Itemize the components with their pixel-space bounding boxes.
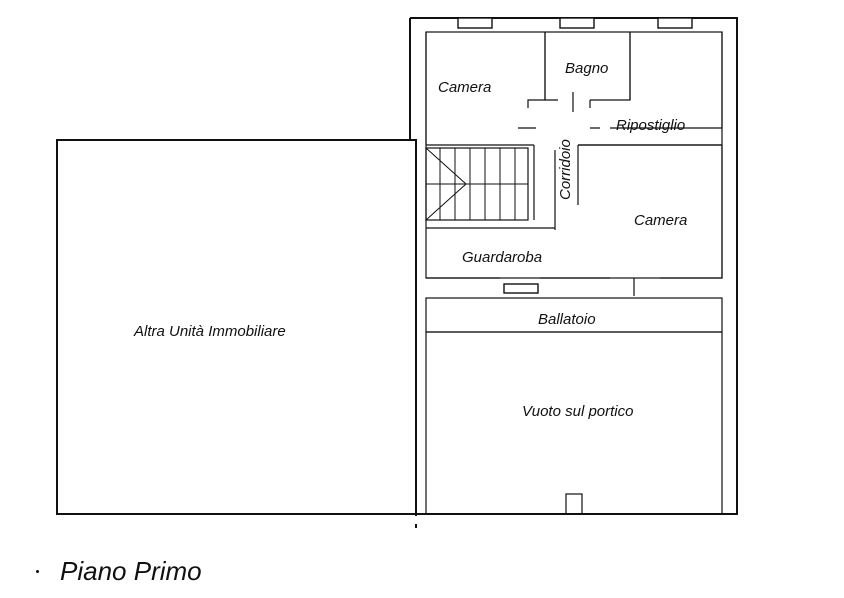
window-top-1: [457, 17, 493, 29]
label-camera-nw: Camera: [438, 79, 491, 96]
bagno-wall: [544, 32, 631, 108]
window-guardaroba: [503, 283, 539, 294]
stair-treads: [425, 147, 528, 221]
label-ripostiglio: Ripostiglio: [616, 117, 685, 134]
label-bagno: Bagno: [565, 60, 608, 77]
label-guardaroba: Guardaroba: [462, 249, 542, 266]
ripostiglio-wall: [590, 32, 723, 129]
camera-e-wall: [578, 144, 723, 279]
guardaroba-wall: [426, 227, 578, 279]
label-ballatoio: Ballatoio: [538, 311, 596, 328]
altra-unita-outline: [56, 139, 417, 515]
stray-dot: [36, 570, 39, 573]
window-top-3: [657, 17, 693, 29]
label-corridoio: Corridoio: [557, 139, 574, 200]
label-altra-unita: Altra Unità Immobiliare: [133, 323, 286, 340]
floor-title: Piano Primo: [60, 556, 202, 586]
corridoio-wall: [533, 144, 722, 230]
label-camera-e: Camera: [634, 212, 687, 229]
vuoto-portico: [425, 331, 723, 515]
label-vuoto: Vuoto sul portico: [522, 403, 633, 420]
window-top-2: [559, 17, 595, 29]
pillar: [565, 493, 583, 515]
